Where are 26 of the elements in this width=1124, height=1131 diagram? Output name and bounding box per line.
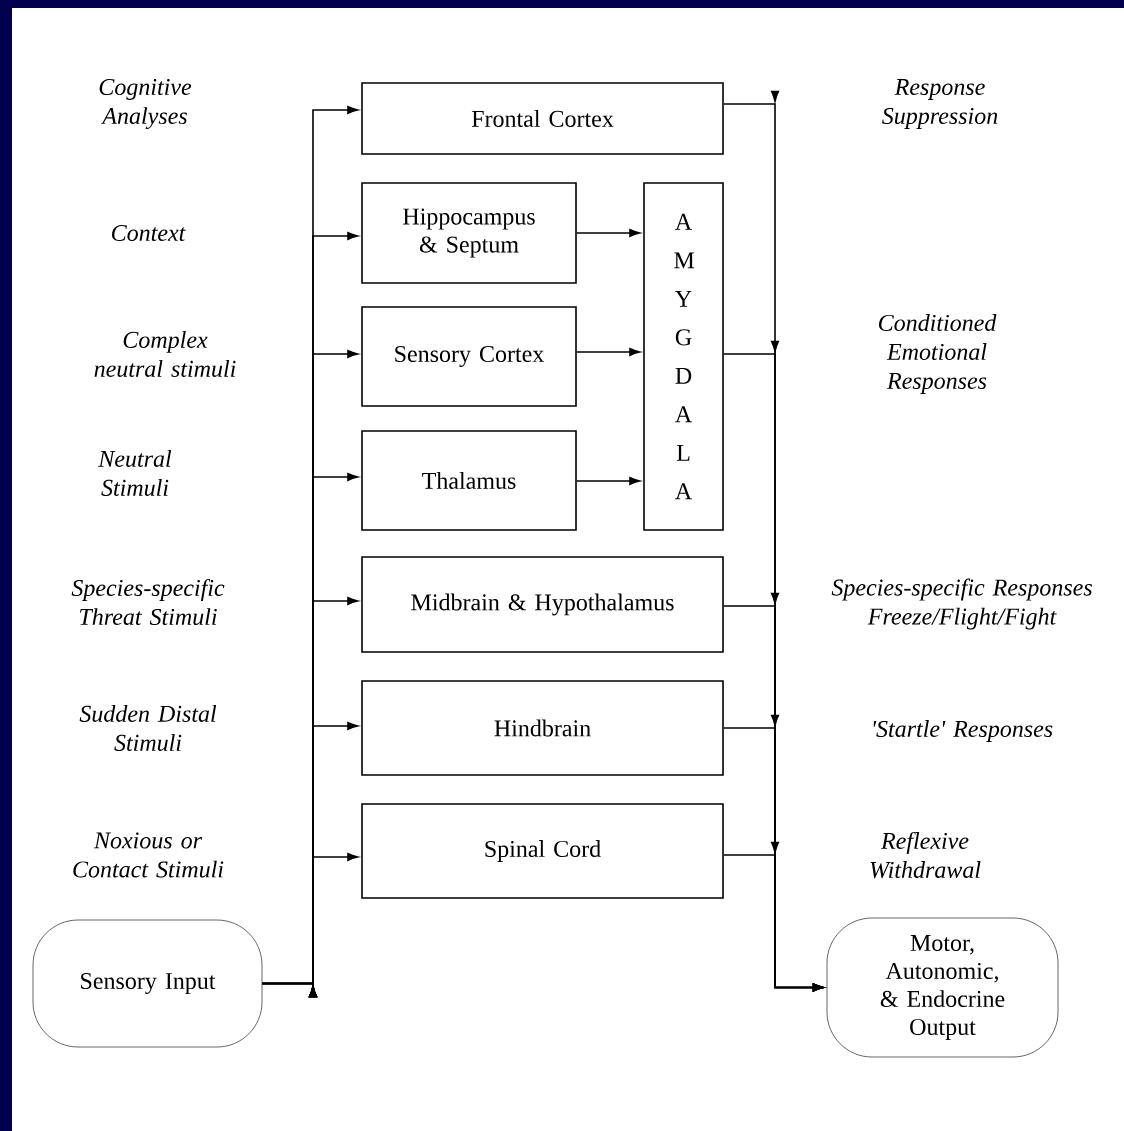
brain-region-box: Frontal Cortex: [361, 82, 724, 155]
rounded-box: Motor, Autonomic, & Endocrine Output: [826, 917, 1059, 1058]
side-label: Response Suppression: [882, 79, 998, 129]
brain-region-box: Thalamus: [361, 430, 577, 531]
side-label: Context: [112, 224, 186, 242]
brain-region-box: Spinal Cord: [361, 803, 724, 899]
arrow: [576, 348, 641, 356]
side-label: Reflexive Withdrawal: [870, 831, 981, 879]
arrow: [576, 229, 641, 237]
brain-region-box: Sensory Cortex: [361, 306, 577, 407]
arrow: [261, 853, 359, 998]
brain-region-box: Hippocampus & Septum: [361, 182, 577, 284]
side-label: Cognitive Analyses: [99, 78, 192, 130]
rounded-box: Sensory Input: [32, 919, 263, 1048]
side-label: Noxious or Contact Stimuli: [73, 832, 224, 878]
side-label: Neutral Stimuli: [98, 450, 172, 496]
brain-region-box: Midbrain & Hypothalamus: [361, 556, 724, 653]
side-label: 'Startle' Responses: [873, 720, 1053, 742]
amygdala-box: AMYGDALA: [643, 182, 724, 531]
side-label: Species-specific Threat Stimuli: [71, 578, 225, 626]
side-label: Conditioned Emotional Responses: [879, 314, 997, 394]
side-label: Sudden Distal Stimuli: [79, 705, 217, 751]
brain-region-box: Hindbrain: [361, 680, 724, 776]
side-label: Species-specific Responses Freeze/Flight/Fight: [831, 578, 1092, 630]
side-label: Complex neutral stimuli: [94, 331, 236, 377]
arrow: [576, 477, 641, 485]
